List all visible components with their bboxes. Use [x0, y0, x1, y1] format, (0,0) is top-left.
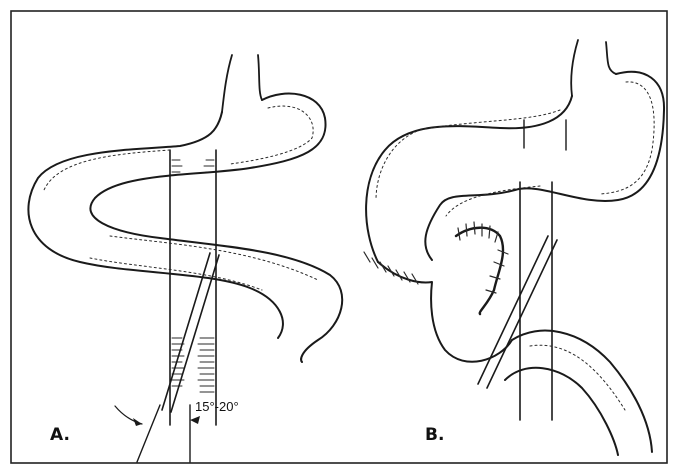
panel-a-label: A.	[50, 425, 70, 445]
panel-b-label: B.	[425, 425, 444, 445]
bowel-upper-b	[366, 72, 664, 262]
angle-annotation: 15°-20°	[195, 399, 239, 414]
figure-frame	[11, 11, 667, 463]
bowel-lower-b	[505, 331, 652, 455]
panel-a: 15°-20° A.	[28, 55, 342, 462]
probe-b	[478, 236, 557, 388]
panel-b: B.	[364, 40, 664, 455]
bowel-loop-a	[28, 94, 342, 362]
angle-indicator-a	[115, 405, 200, 462]
bowel-stem-a	[222, 55, 262, 112]
bowel-stem-b	[571, 40, 616, 96]
anastomosis-b	[364, 222, 512, 362]
